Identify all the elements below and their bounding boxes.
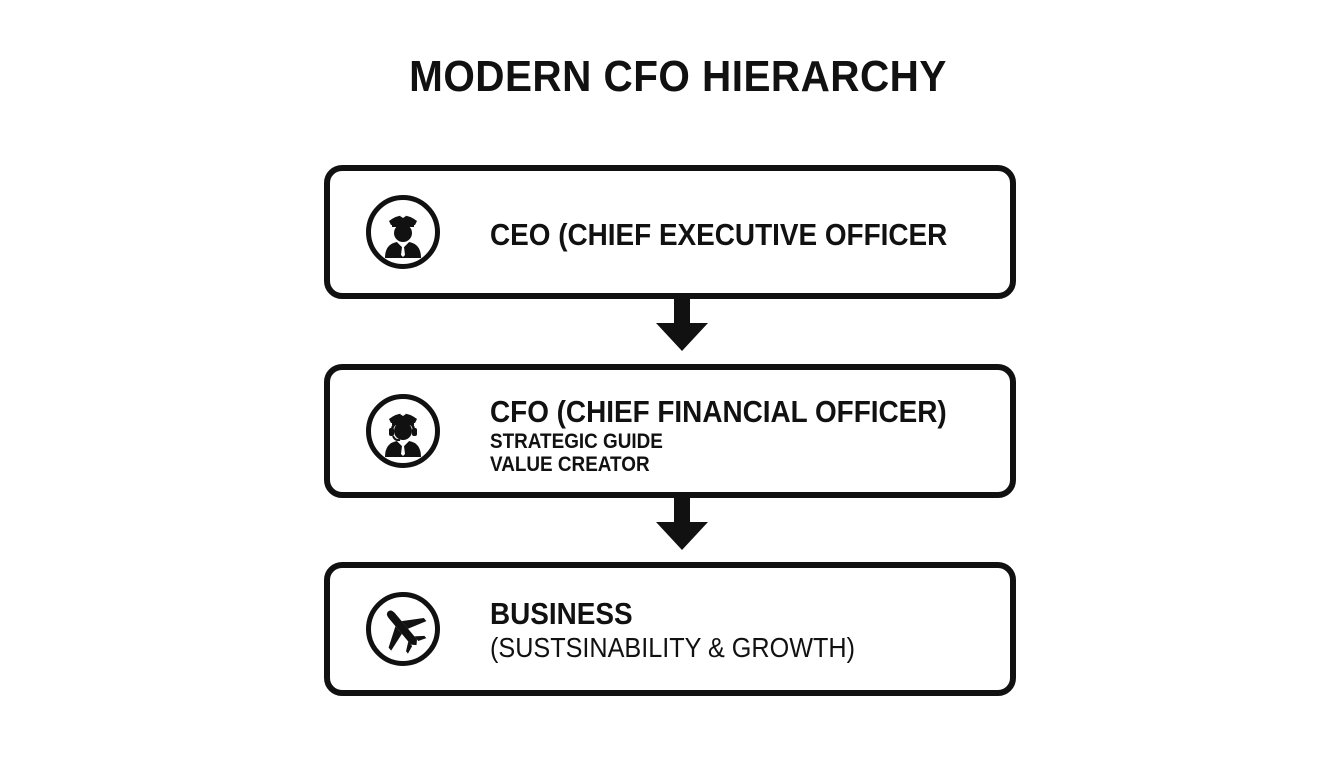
ceo-box: CEO (CHIEF EXECUTIVE OFFICER xyxy=(324,165,1016,299)
pilot-headset-icon xyxy=(366,394,440,468)
down-arrow-icon xyxy=(656,299,708,351)
cfo-label: CFO (CHIEF FINANCIAL OFFICER) xyxy=(490,394,947,429)
business-subline: (SUSTSINABILITY & GROWTH) xyxy=(490,631,855,663)
pilot-icon xyxy=(366,195,440,269)
business-box: BUSINESS (SUSTSINABILITY & GROWTH) xyxy=(324,562,1016,696)
diagram-title: MODERN CFO HIERARCHY xyxy=(409,52,947,101)
airplane-icon xyxy=(366,592,440,666)
cfo-box: CFO (CHIEF FINANCIAL OFFICER) STRATEGIC … xyxy=(324,364,1016,498)
cfo-subline-1: STRATEGIC GUIDE xyxy=(490,429,663,453)
down-arrow-icon xyxy=(656,498,708,550)
business-label: BUSINESS xyxy=(490,596,633,631)
cfo-subline-2: VALUE CREATOR xyxy=(490,453,650,477)
ceo-label: CEO (CHIEF EXECUTIVE OFFICER xyxy=(490,217,948,252)
